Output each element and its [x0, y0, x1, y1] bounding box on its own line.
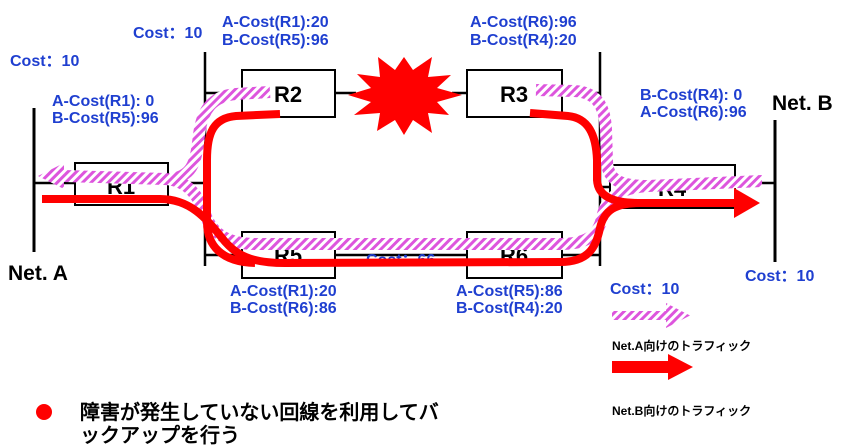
r6-route-cost-b: B-Cost(R4):20	[456, 300, 563, 317]
legend-red-arrow-body	[612, 361, 670, 373]
legend-net-b-traffic-label: Net.B向けのトラフィック	[612, 403, 751, 418]
legend: Net.A向けのトラフィック Net.B向けのトラフィック	[612, 303, 751, 418]
r1-route-cost-a: A-Cost(R1): 0	[52, 93, 154, 110]
r4-route-cost-a: A-Cost(R6):96	[640, 104, 747, 121]
net-b-traffic-from-r2-path	[203, 110, 281, 267]
cost-label-right-link: Cost：10	[610, 281, 679, 298]
link-cost-labels: Cost：10 Cost：10 Cost：66 Cost：10 Cost：10	[10, 25, 814, 298]
legend-hatched-arrow-body	[612, 311, 668, 320]
r4-route-cost-b: B-Cost(R4): 0	[640, 87, 742, 104]
legend-red-arrow-head	[668, 354, 693, 380]
legend-net-a-traffic-label: Net.A向けのトラフィック	[612, 338, 751, 353]
net-a-label: Net. A	[8, 262, 68, 285]
route-cost-labels: A-Cost(R1): 0 B-Cost(R5):96 A-Cost(R1):2…	[52, 14, 747, 317]
net-b-traffic-arrowhead-icon	[734, 188, 760, 218]
cost-label-net-b-link: Cost：10	[745, 268, 814, 285]
note-line-1: 障害が発生していない回線を利用してバ	[80, 400, 439, 424]
net-b-label: Net. B	[772, 92, 833, 115]
net-a-traffic-arrowhead-icon	[38, 163, 64, 189]
r2-route-cost-a: A-Cost(R1):20	[222, 14, 329, 31]
legend-net-b-arrow-icon	[612, 354, 693, 380]
r6-route-cost-a: A-Cost(R5):86	[456, 283, 563, 300]
legend-net-a-arrow-icon	[612, 303, 690, 328]
r3-route-cost-b: B-Cost(R4):20	[470, 32, 577, 49]
net-b-traffic-flow	[42, 109, 760, 267]
note-line-2: ックアップを行う	[80, 423, 240, 447]
bullet-dot-icon	[36, 404, 52, 420]
cost-label-left-link: Cost：10	[133, 25, 202, 42]
note: 障害が発生していない回線を利用してバ ックアップを行う	[36, 400, 439, 447]
router-label: R2	[274, 82, 302, 107]
router-label: R3	[500, 82, 528, 107]
r3-route-cost-a: A-Cost(R6):96	[470, 14, 577, 31]
r5-route-cost-b: B-Cost(R6):86	[230, 300, 337, 317]
cost-label-net-a-link: Cost：10	[10, 53, 79, 70]
net-a-traffic-from-r2-path	[170, 86, 271, 185]
net-b-traffic-from-r3-path	[529, 109, 641, 207]
r5-route-cost-a: A-Cost(R1):20	[230, 283, 337, 300]
net-a-traffic-from-r3-path	[535, 84, 649, 192]
r2-route-cost-b: B-Cost(R5):96	[222, 32, 329, 49]
explosion-icon	[348, 57, 462, 135]
legend-hatched-arrow-head	[666, 303, 690, 328]
r1-route-cost-b: B-Cost(R5):96	[52, 110, 159, 127]
